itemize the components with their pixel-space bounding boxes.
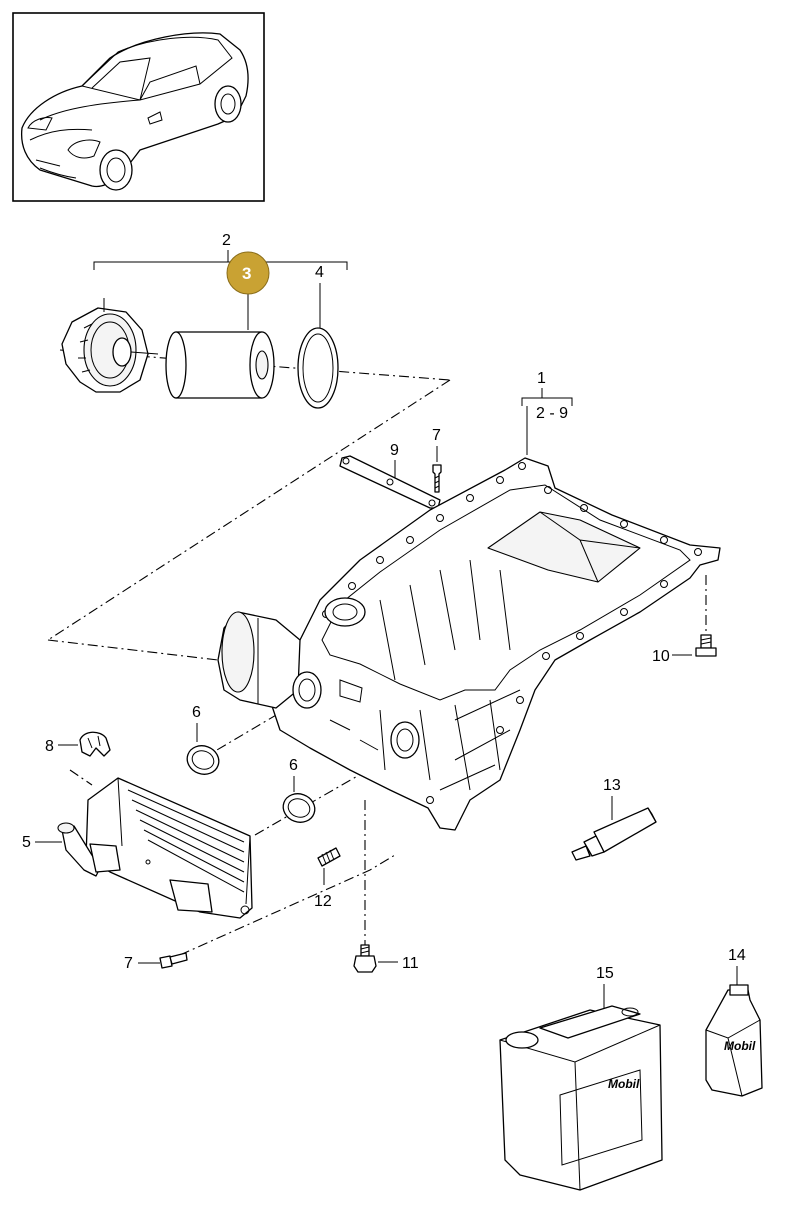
label-4: 4 bbox=[315, 264, 324, 281]
oil-canister[interactable]: Mobil bbox=[499, 1005, 663, 1191]
label-2-group: 2 bbox=[93, 232, 348, 270]
label-9: 9 bbox=[390, 442, 399, 459]
bolt-10[interactable] bbox=[695, 634, 717, 657]
label-3-highlight[interactable]: 3 bbox=[226, 251, 270, 330]
gasket-strip[interactable] bbox=[339, 455, 441, 509]
label-14: 14 bbox=[728, 947, 746, 964]
label-12: 12 bbox=[314, 893, 332, 910]
seal-upper[interactable] bbox=[183, 741, 223, 778]
label-1-range: 2 - 9 bbox=[536, 405, 568, 422]
label-8: 8 bbox=[45, 738, 54, 755]
drain-plug[interactable] bbox=[353, 944, 377, 973]
label-11: 11 bbox=[402, 955, 419, 972]
label-6-upper: 6 bbox=[192, 704, 201, 721]
canister-brand: Mobil bbox=[608, 1077, 640, 1091]
label-7-lower: 7 bbox=[124, 955, 133, 972]
o-ring[interactable] bbox=[297, 327, 339, 409]
label-2: 2 bbox=[222, 232, 231, 249]
label-6-lower: 6 bbox=[289, 757, 298, 774]
oil-pan[interactable] bbox=[217, 457, 721, 831]
bolt-lower[interactable] bbox=[159, 952, 188, 969]
bolt-top[interactable] bbox=[432, 464, 442, 493]
seal-lower[interactable] bbox=[279, 789, 319, 826]
stud-12[interactable] bbox=[317, 847, 341, 867]
car-thumbnail-icon bbox=[20, 32, 249, 191]
label-13: 13 bbox=[603, 777, 621, 794]
sealant-tube[interactable] bbox=[571, 807, 657, 861]
hose-clip[interactable] bbox=[79, 731, 111, 757]
label-5: 5 bbox=[22, 834, 31, 851]
label-15: 15 bbox=[596, 965, 614, 982]
label-7-top: 7 bbox=[432, 427, 441, 444]
label-1: 1 bbox=[537, 370, 546, 387]
oil-filter-cap[interactable] bbox=[61, 298, 159, 393]
oil-bottle[interactable]: Mobil bbox=[705, 984, 763, 1097]
label-10: 10 bbox=[652, 648, 670, 665]
oil-filter-element[interactable] bbox=[165, 331, 275, 399]
oil-cooler[interactable] bbox=[57, 777, 253, 919]
car-thumbnail[interactable] bbox=[12, 12, 265, 202]
label-3: 3 bbox=[242, 264, 251, 283]
bottle-brand: Mobil bbox=[724, 1039, 756, 1053]
